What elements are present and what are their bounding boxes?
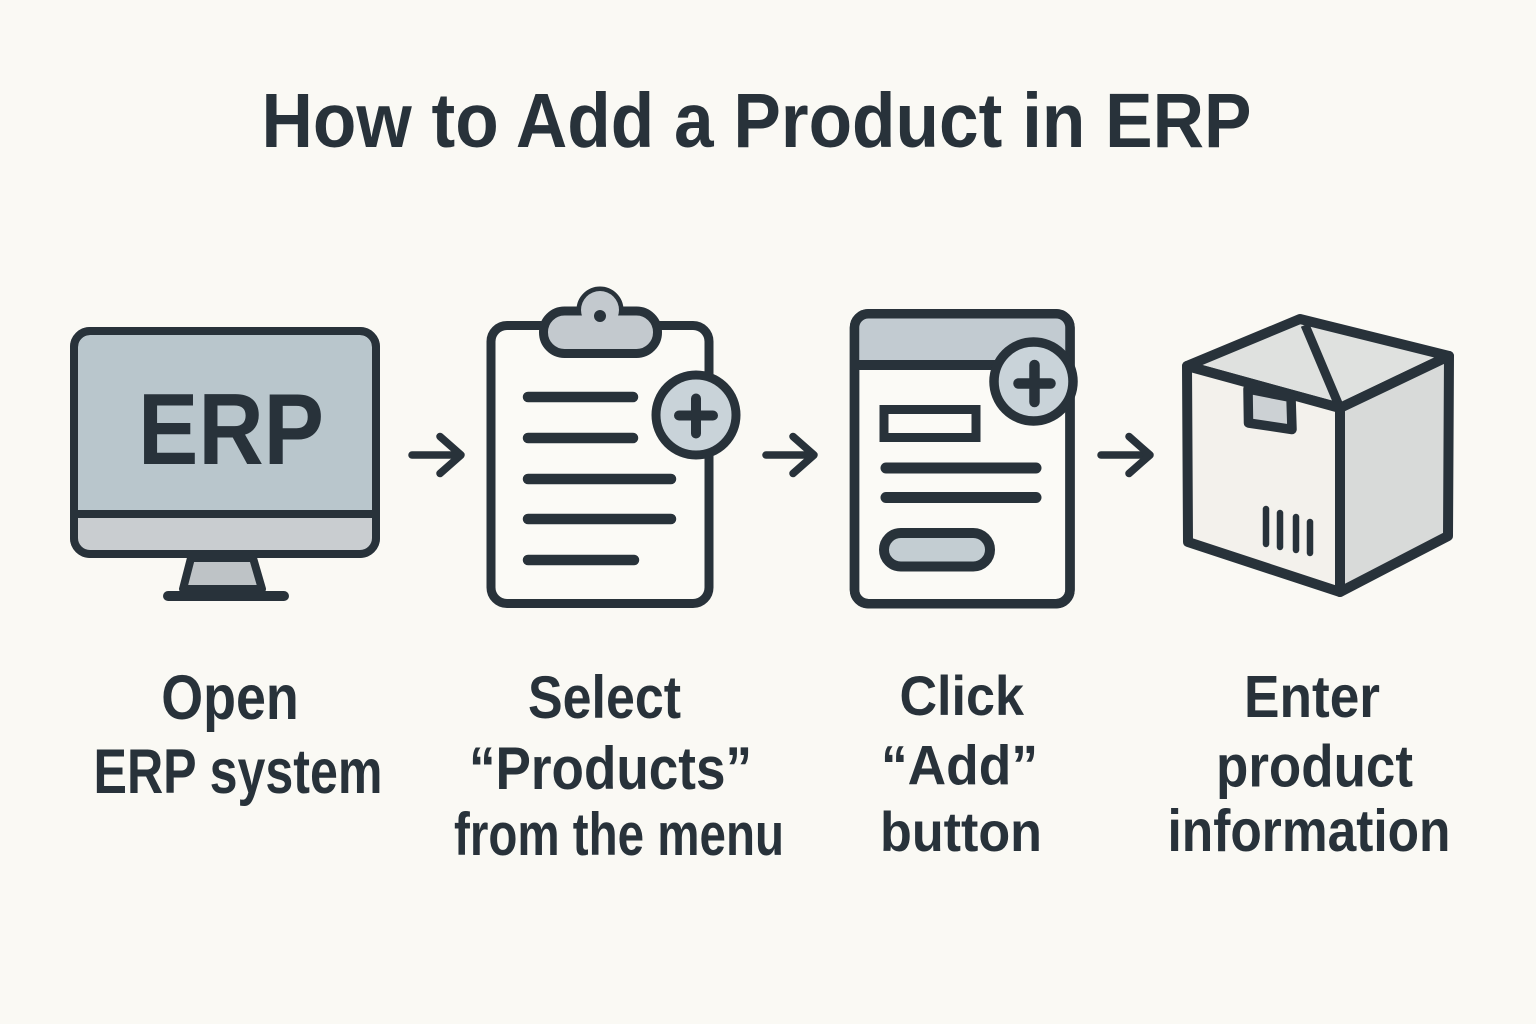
- svg-text:“Products”: “Products”: [469, 735, 752, 802]
- svg-text:How to Add a Product in ERP: How to Add a Product in ERP: [262, 78, 1252, 164]
- svg-text:Open: Open: [161, 663, 299, 733]
- svg-text:“Add”: “Add”: [881, 734, 1038, 797]
- svg-text:ERP system: ERP system: [94, 737, 383, 807]
- svg-text:Enter: Enter: [1244, 664, 1380, 730]
- svg-text:information: information: [1168, 798, 1451, 864]
- svg-text:button: button: [880, 800, 1042, 863]
- svg-text:product: product: [1216, 734, 1413, 800]
- svg-text:ERP: ERP: [138, 374, 324, 486]
- svg-text:from the menu: from the menu: [454, 801, 784, 868]
- svg-text:Select: Select: [528, 664, 681, 731]
- svg-text:Click: Click: [899, 664, 1024, 727]
